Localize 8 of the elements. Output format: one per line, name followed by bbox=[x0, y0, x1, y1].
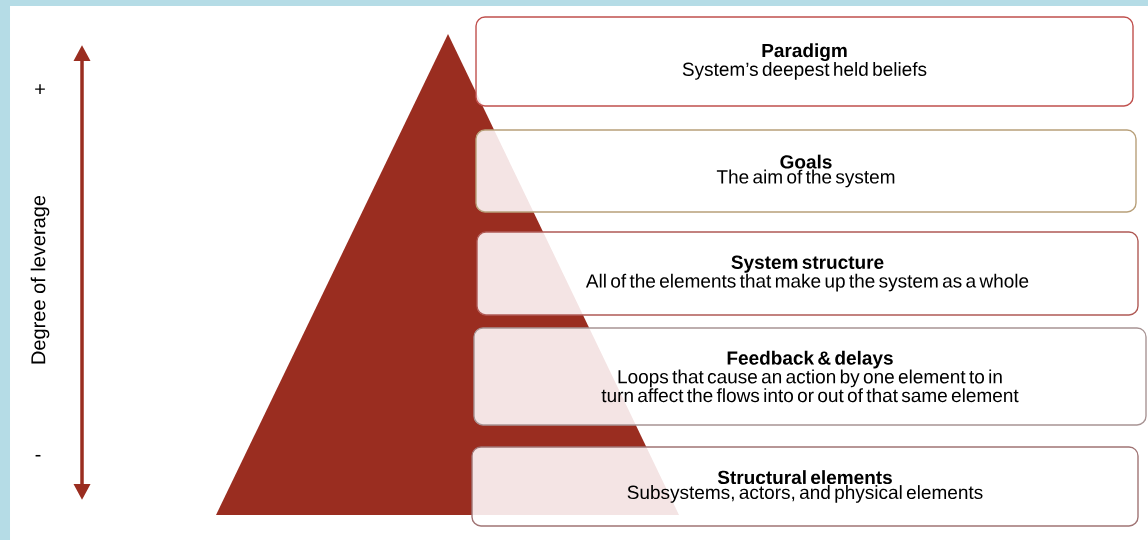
level-box: Paradigm System’s deepest held beliefs bbox=[475, 16, 1134, 107]
level-box: Goals The aim of the system bbox=[475, 129, 1137, 213]
level-box: System structure All of the elements that make up the system as a whole bbox=[476, 231, 1139, 316]
level-box: Feedback & delays Loops that cause an action by one element to in turn affect the flows into or out of that same element bbox=[473, 327, 1147, 426]
level-box: Structural elements Subsystems, actors, and physical elements bbox=[471, 446, 1139, 527]
sign: - bbox=[35, 454, 41, 457]
sign: + bbox=[35, 84, 45, 94]
axis-label: Degree of leverage bbox=[30, 195, 50, 364]
